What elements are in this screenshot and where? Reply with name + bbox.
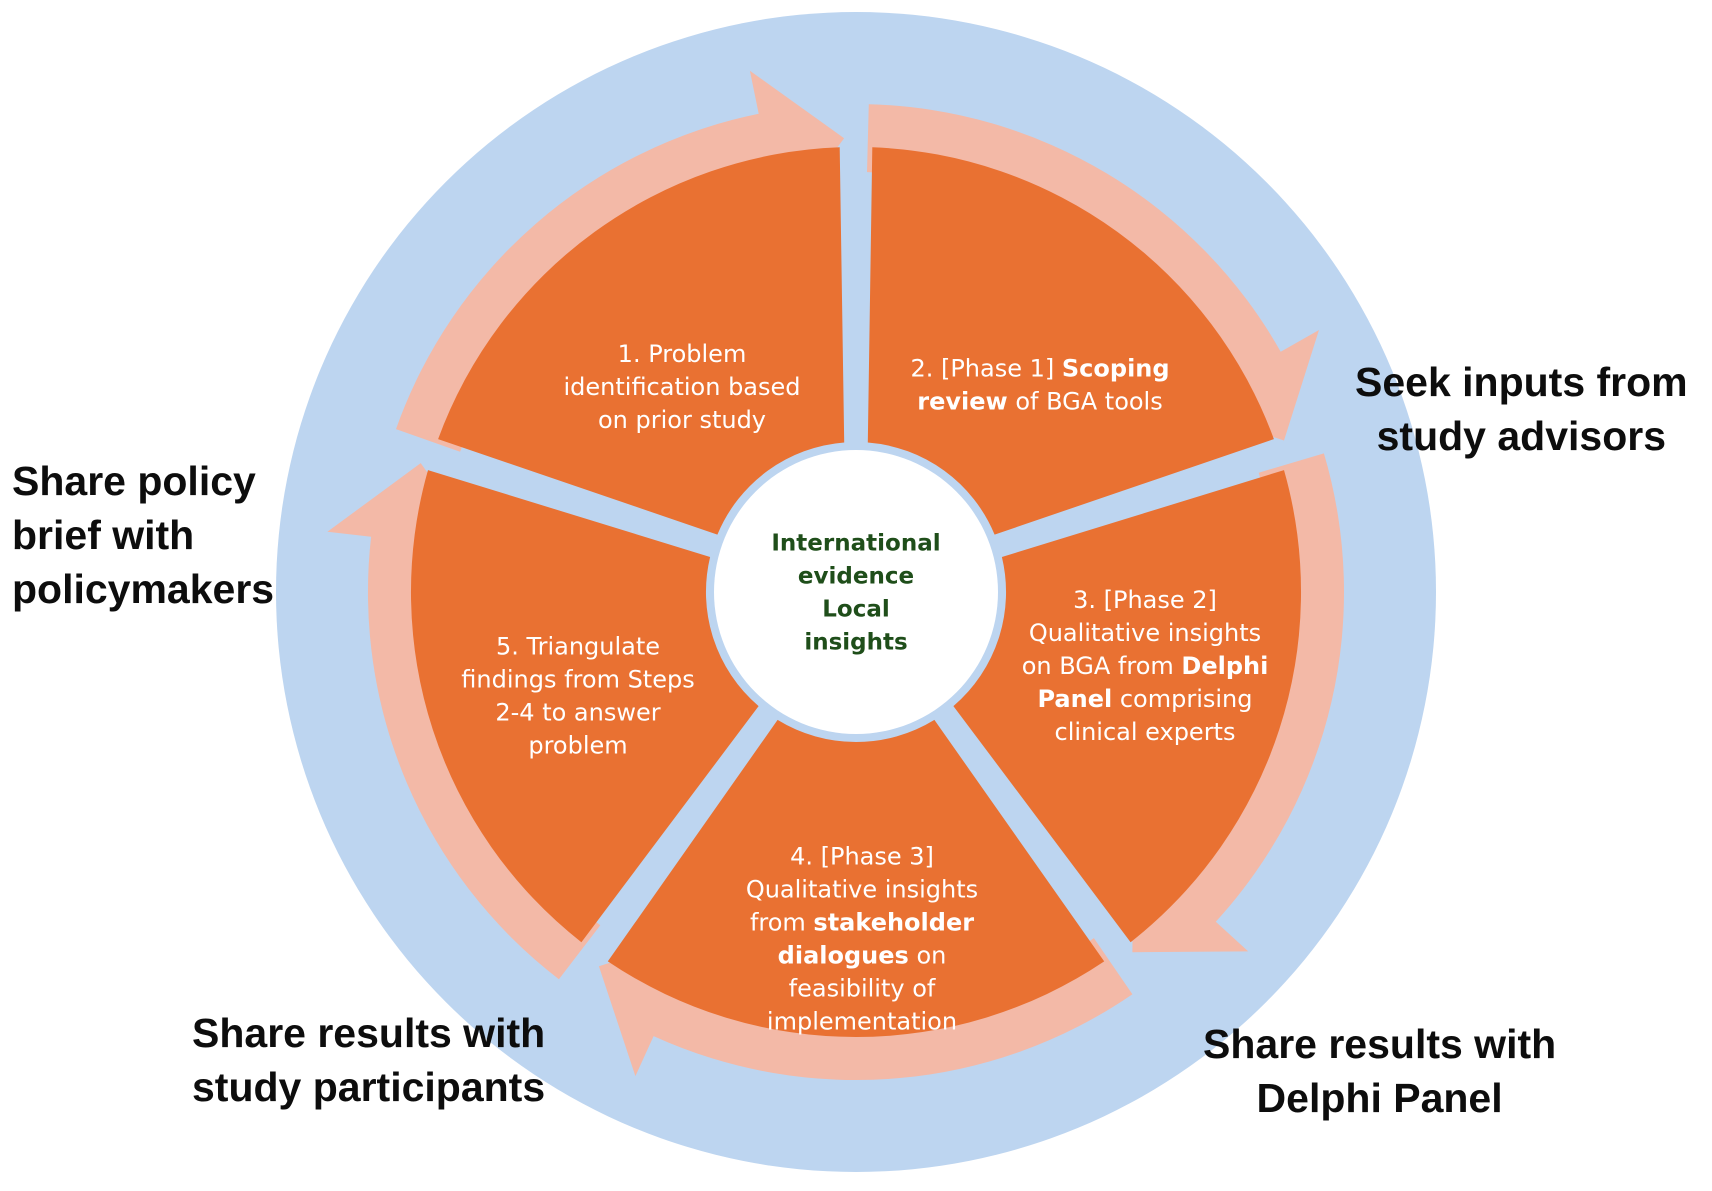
outer-label-participants-line: Share results with xyxy=(192,1010,546,1056)
segment-step-1 xyxy=(438,147,845,535)
step-text-run: from xyxy=(750,909,813,937)
step-text-line: Panel comprising xyxy=(1037,685,1252,713)
step-text-line: problem xyxy=(528,732,627,760)
step-text-bold-run: Scoping xyxy=(1062,355,1170,383)
step-text-run: 1. Problem xyxy=(618,340,747,368)
step-text-run: 3. [Phase 2] xyxy=(1073,586,1217,614)
step-text-line: Qualitative insights xyxy=(1029,619,1261,647)
cycle-arrow-4 xyxy=(598,934,1133,1081)
step-text-run: findings from Steps xyxy=(461,666,694,694)
cycle-arrow-5 xyxy=(327,463,601,980)
center-text-line: insights xyxy=(804,630,907,656)
step-text-line: Qualitative insights xyxy=(746,876,978,904)
step-text-line: 5. Triangulate xyxy=(496,633,660,661)
step-text-run: Qualitative insights xyxy=(746,876,978,904)
outer-label-participants-line: study participants xyxy=(192,1064,546,1110)
segment-step-3 xyxy=(953,470,1302,943)
step-text-line: 1. Problem xyxy=(618,340,747,368)
step-text-line: on BGA from Delphi xyxy=(1022,652,1269,680)
step-text-bold-run: Panel xyxy=(1037,685,1112,713)
step-4-text: 4. [Phase 3] Qualitative insights from sta… xyxy=(746,843,978,1036)
outer-label-policymakers-line: Share policy xyxy=(12,458,256,504)
center-text-line: Local xyxy=(822,597,890,623)
center-text-line: evidence xyxy=(798,564,914,590)
step-text-run: 5. Triangulate xyxy=(496,633,660,661)
step-text-line: 3. [Phase 2] xyxy=(1073,586,1217,614)
step-text-line: findings from Steps xyxy=(461,666,694,694)
step-text-run: 2. [Phase 1] xyxy=(910,355,1061,383)
step-text-bold-run: stakeholder xyxy=(813,909,974,937)
outer-label-advisors-line: study advisors xyxy=(1376,413,1666,459)
step-text-bold-run: dialogues xyxy=(778,942,909,970)
step-text-line: review of BGA tools xyxy=(917,388,1162,416)
step-texts-layer: 1. Problem identification based on prior s… xyxy=(461,340,1268,1036)
outer-label-delphi: Share results with Delphi Panel xyxy=(1203,1017,1556,1125)
step-5-text: 5. Triangulate findings from Steps 2-4 to … xyxy=(461,633,694,760)
step-text-line: 2-4 to answer xyxy=(495,699,660,727)
outer-label-advisors-line: Seek inputs from xyxy=(1355,359,1688,405)
outer-label-policymakers-line: brief with xyxy=(12,512,195,558)
step-text-run: on prior study xyxy=(598,406,766,434)
step-text-run: 4. [Phase 3] xyxy=(790,843,934,871)
outer-label-policymakers-line: policymakers xyxy=(12,566,275,612)
step-text-line: implementation xyxy=(767,1008,957,1036)
step-text-run: on BGA from xyxy=(1022,652,1182,680)
step-text-run: implementation xyxy=(767,1008,957,1036)
outer-label-delphi-line: Delphi Panel xyxy=(1256,1075,1503,1121)
step-text-run: of BGA tools xyxy=(1008,388,1163,416)
step-text-run: on xyxy=(909,942,947,970)
step-text-line: dialogues on xyxy=(778,942,947,970)
step-text-line: 2. [Phase 1] Scoping xyxy=(910,355,1169,383)
step-text-run: identification based xyxy=(563,373,800,401)
segment-step-5 xyxy=(410,470,759,943)
step-text-line: on prior study xyxy=(598,406,766,434)
step-text-run: Qualitative insights xyxy=(1029,619,1261,647)
step-text-line: 4. [Phase 3] xyxy=(790,843,934,871)
step-text-run: feasibility of xyxy=(789,975,936,1003)
step-text-run: 2-4 to answer xyxy=(495,699,660,727)
step-text-line: clinical experts xyxy=(1055,718,1236,746)
step-text-bold-run: Delphi xyxy=(1181,652,1268,680)
step-text-line: identification based xyxy=(563,373,800,401)
segments-layer xyxy=(410,147,1302,1038)
outer-label-delphi-line: Share results with xyxy=(1203,1021,1557,1067)
center-circle xyxy=(714,450,998,734)
outer-label-policymakers: Share policy brief with policymakers xyxy=(12,454,274,616)
step-text-line: feasibility of xyxy=(789,975,936,1003)
step-text-line: from stakeholder xyxy=(750,909,974,937)
segment-step-4 xyxy=(607,719,1105,1038)
center-text-line: International xyxy=(771,531,940,557)
outer-label-advisors: Seek inputs from study advisors xyxy=(1355,355,1688,463)
step-text-run: problem xyxy=(528,732,627,760)
step-text-run: comprising xyxy=(1112,685,1252,713)
step-text-run: clinical experts xyxy=(1055,718,1236,746)
step-3-text: 3. [Phase 2] Qualitative insights on BGA f… xyxy=(1022,586,1269,746)
outer-label-participants: Share results with study participants xyxy=(192,1006,545,1114)
step-2-text: 2. [Phase 1] Scoping review of BGA tools xyxy=(910,355,1169,416)
step-text-bold-run: review xyxy=(917,388,1007,416)
segment-step-2 xyxy=(867,147,1274,535)
step-1-text: 1. Problem identification based on prior s… xyxy=(563,340,800,434)
